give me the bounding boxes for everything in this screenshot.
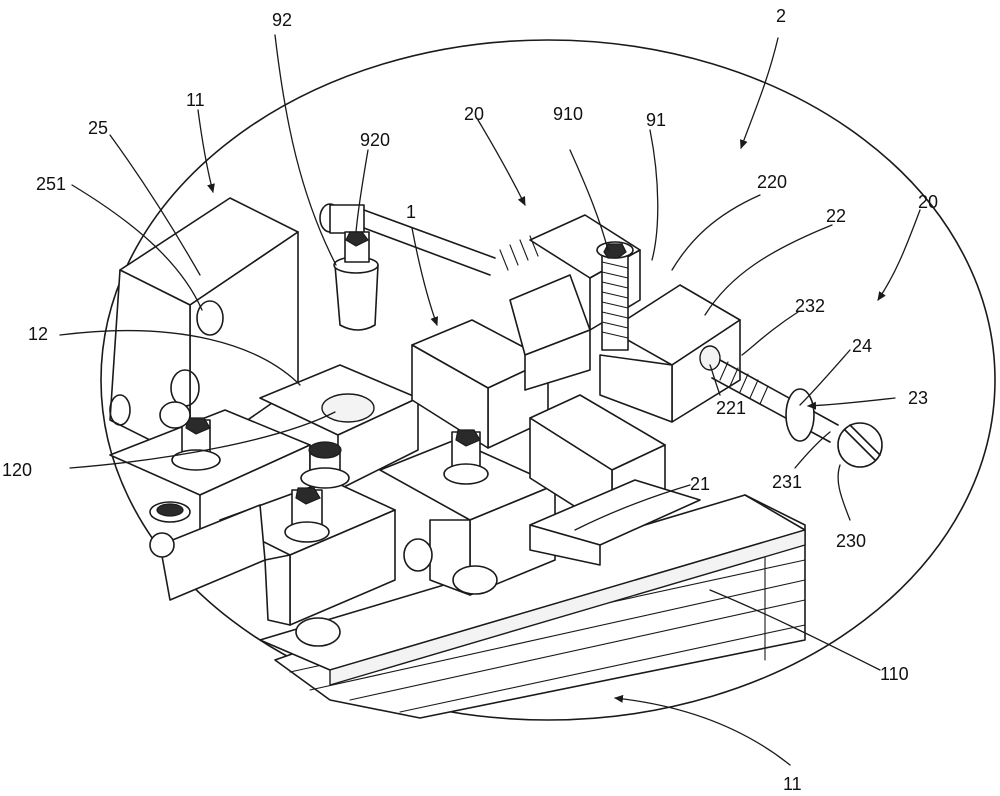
label-20-top: 20 [464, 104, 484, 124]
label-92: 92 [272, 10, 292, 30]
block-22 [509, 214, 741, 423]
screw-23 [711, 359, 883, 468]
label-251: 251 [36, 174, 66, 194]
label-232: 232 [795, 296, 825, 316]
label-920: 920 [360, 130, 390, 150]
label-23: 23 [908, 388, 928, 408]
label-24: 24 [852, 336, 872, 356]
detail-ellipse [100, 39, 996, 721]
label-21: 21 [690, 474, 710, 494]
label-12: 12 [28, 324, 48, 344]
label-11-top: 11 [186, 90, 205, 110]
label-25: 25 [88, 118, 108, 138]
label-22: 22 [826, 206, 846, 226]
cap-screws [149, 401, 498, 647]
screw-92 [333, 231, 379, 331]
label-230: 230 [836, 531, 866, 551]
reference-numerals: 92 2 11 920 20 910 91 25 220 22 20 251 1… [2, 6, 938, 794]
label-1: 1 [406, 202, 416, 222]
label-910: 910 [553, 104, 583, 124]
screw-910 [596, 241, 634, 351]
label-91: 91 [646, 110, 666, 130]
label-231: 231 [772, 472, 802, 492]
leader-lines [59, 34, 921, 766]
block-21 [529, 479, 701, 566]
label-20-right: 20 [918, 192, 938, 212]
block-12 [259, 364, 419, 491]
label-221: 221 [716, 398, 746, 418]
label-2: 2 [776, 6, 786, 26]
label-11-bottom: 11 [783, 774, 802, 794]
label-120: 120 [2, 460, 32, 480]
label-110: 110 [880, 664, 909, 684]
label-220: 220 [757, 172, 787, 192]
